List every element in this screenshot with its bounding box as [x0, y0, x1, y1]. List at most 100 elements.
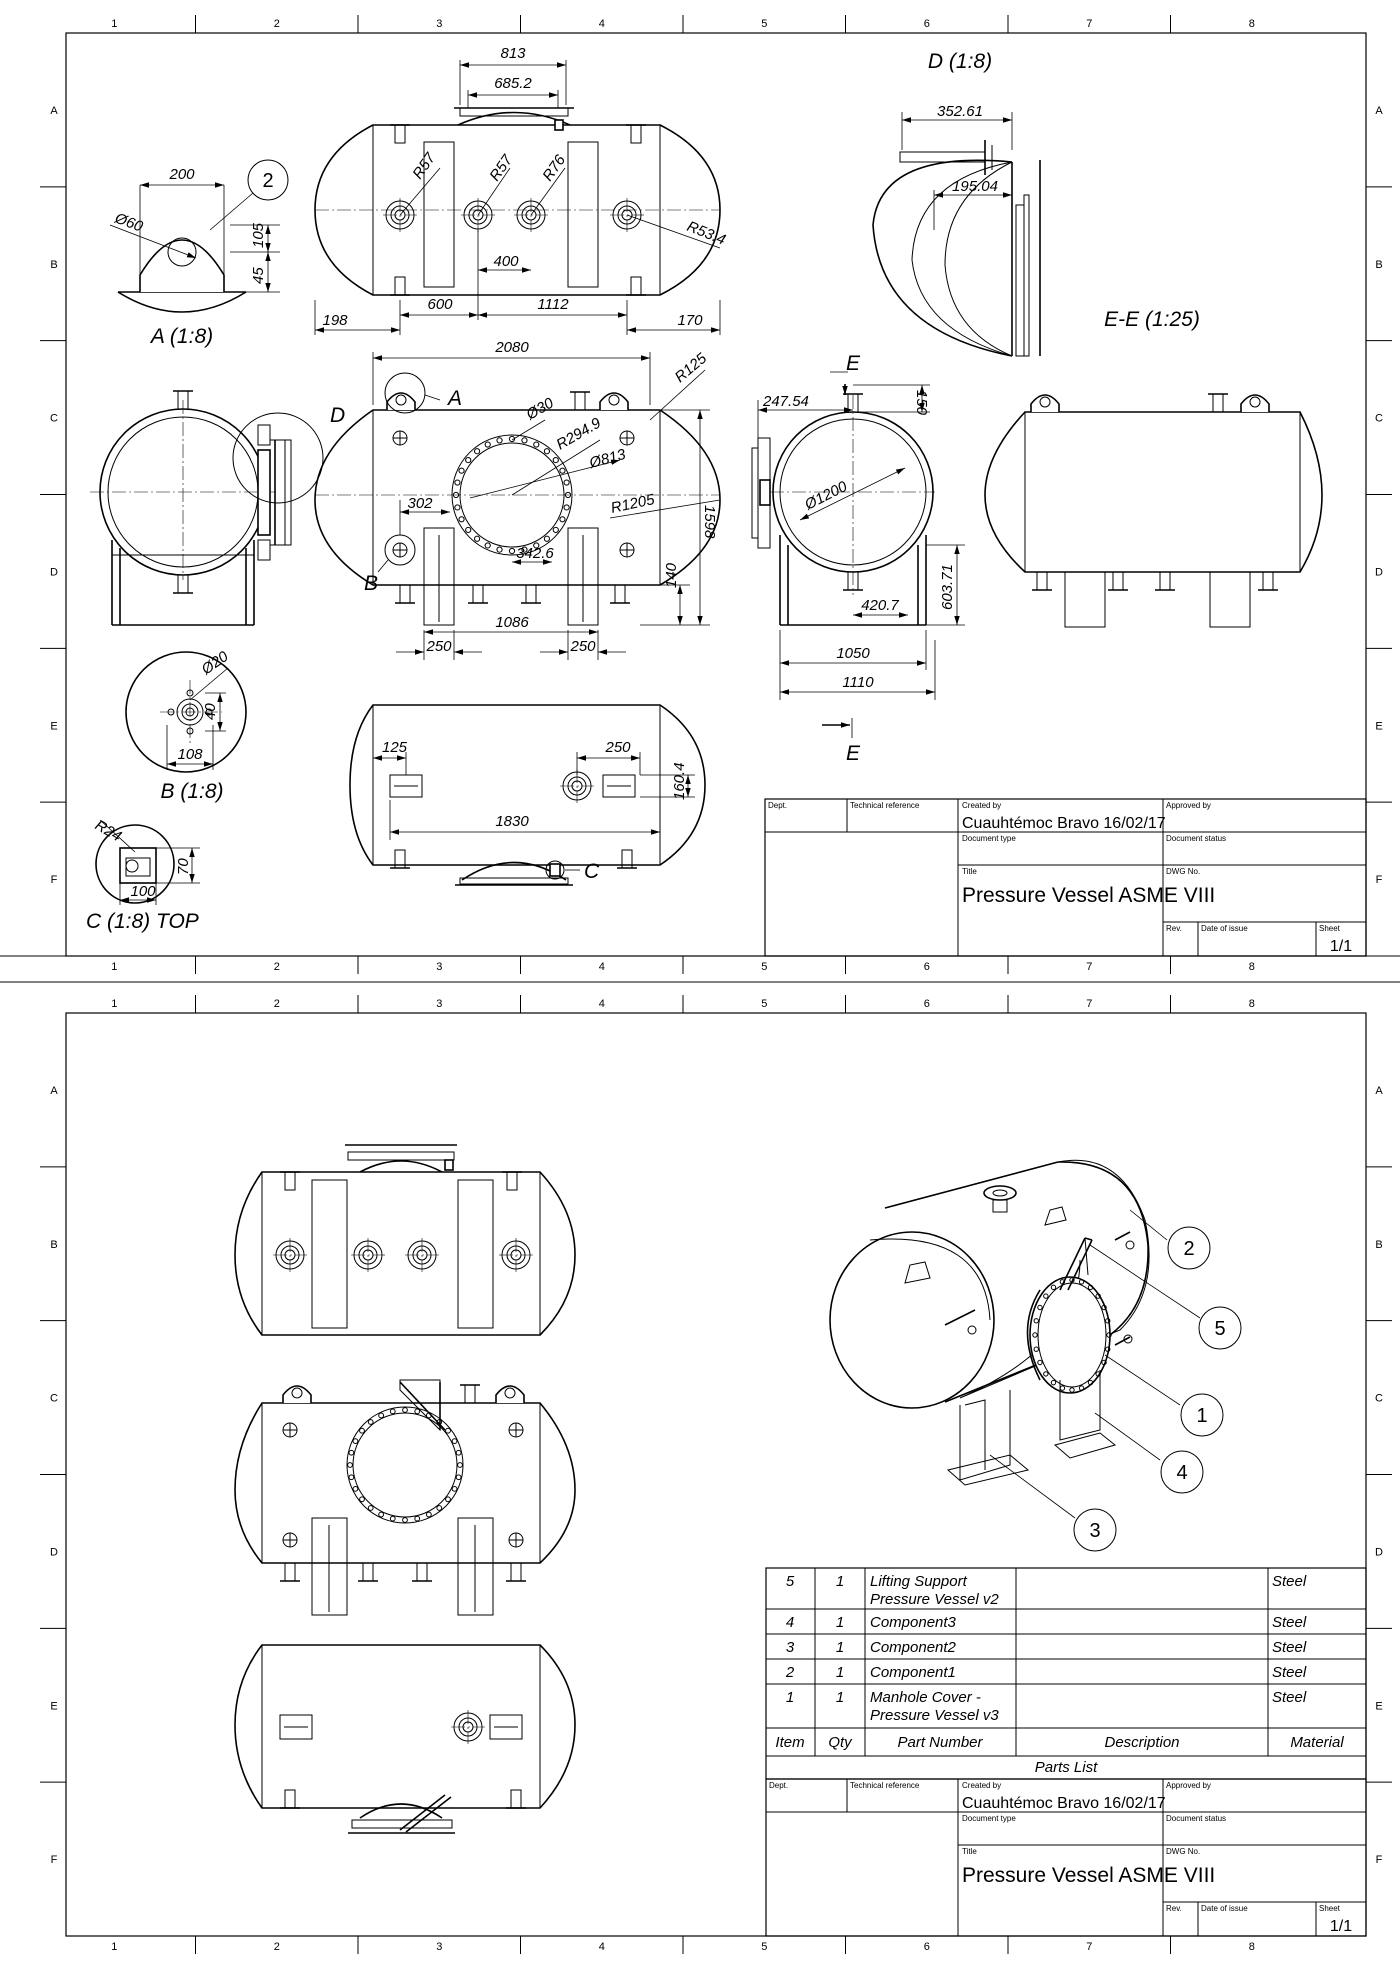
dim-e1830: 1830 — [495, 813, 529, 830]
zone-col-label: 1 — [111, 961, 117, 973]
dim-1110: 1110 — [842, 674, 874, 691]
title-block-sheet-2: Dept. Technical reference Created by Cua… — [765, 1778, 1367, 1937]
zone-col-label: 5 — [761, 18, 767, 30]
tb-title-label: Title — [962, 867, 977, 876]
dim-r57b: R57 — [486, 151, 516, 184]
iso-balloons: 2 5 1 4 3 — [1073, 1226, 1242, 1552]
zone-col-label: 4 — [599, 18, 605, 30]
dim-r53: R53.4 — [685, 218, 728, 249]
marker-a: A — [446, 387, 462, 410]
pl-qty: 1 — [836, 1614, 844, 1631]
tb2-sheet-label: Sheet — [1319, 1904, 1341, 1913]
view-label-ee: E-E (1:25) — [1104, 308, 1200, 331]
pl-part-number: Pressure Vessel v2 — [870, 1591, 999, 1608]
zone-row-label: E — [1375, 720, 1382, 732]
sheet2-top-view — [234, 1144, 576, 1336]
dim-150: 150 — [913, 390, 930, 416]
dim-195: 195.04 — [952, 178, 998, 195]
tb-doc-type: Document type — [962, 834, 1016, 843]
dim-e250: 250 — [604, 739, 631, 756]
zone-col-label: 2 — [274, 1941, 280, 1953]
zone-row-label: D — [50, 1546, 58, 1558]
isometric-view — [829, 1159, 1201, 1519]
dim-o1200: Ø1200 — [801, 478, 850, 514]
pl-header-part: Part Number — [897, 1734, 983, 1751]
zone-col-label: 2 — [274, 961, 280, 973]
pl-part-number: Manhole Cover - — [870, 1689, 981, 1706]
tb2-dept: Dept. — [769, 1781, 788, 1790]
zone-col-label: 8 — [1249, 998, 1255, 1010]
pl-qty: 1 — [836, 1573, 844, 1590]
pl-part-number: Lifting Support — [870, 1573, 968, 1590]
pl-title: Parts List — [1035, 1759, 1098, 1776]
dim-b108: 108 — [177, 746, 203, 763]
pl-material: Steel — [1272, 1689, 1307, 1706]
pl-item: 4 — [786, 1614, 794, 1631]
zone-col-label: 7 — [1086, 998, 1092, 1010]
dim-250b: 250 — [569, 638, 596, 655]
dim-685: 685.2 — [494, 75, 532, 92]
zone-row-label: A — [50, 105, 58, 117]
pl-header-qty: Qty — [828, 1734, 853, 1751]
pl-item: 2 — [785, 1664, 795, 1681]
zone-col-label: 1 — [111, 18, 117, 30]
pl-part-number: Component3 — [870, 1614, 957, 1631]
dim-r76: R76 — [539, 151, 569, 184]
detail-c-view: R24 70 100 C (1:8) TOP — [86, 817, 200, 933]
dim-c24: R24 — [92, 817, 124, 845]
tb-title: Pressure Vessel ASME VIII — [962, 884, 1215, 907]
zone-row-label: F — [51, 1854, 58, 1866]
zone-col-label: 1 — [111, 1941, 117, 1953]
zone-col-label: 1 — [111, 998, 117, 1010]
pl-qty: 1 — [836, 1639, 844, 1656]
pl-part-number: Pressure Vessel v3 — [870, 1707, 999, 1724]
dim-e125: 125 — [382, 739, 408, 756]
dim-198: 198 — [322, 312, 348, 329]
zone-col-label: 4 — [599, 961, 605, 973]
view-label-d: D (1:8) — [928, 50, 992, 73]
zone-col-label: 3 — [436, 18, 442, 30]
marker-b: B — [364, 572, 378, 595]
tb2-created-label: Created by — [962, 1781, 1001, 1790]
vessel-top-view — [314, 107, 721, 296]
pl-material: Steel — [1272, 1573, 1307, 1590]
pl-header-material: Material — [1290, 1734, 1344, 1751]
tb-sheet: 1/1 — [1330, 938, 1352, 955]
title-block-sheet-1: Dept. Technical reference Created by Cua… — [764, 798, 1367, 957]
zone-row-label: A — [50, 1085, 58, 1097]
zone-row-label: B — [1375, 1239, 1382, 1251]
detail-b-view: Ø20 40 108 B (1:8) — [125, 648, 247, 803]
balloon-2: 2 — [1183, 1238, 1194, 1260]
dim-1086: 1086 — [495, 614, 529, 631]
dim-r1205: R1205 — [609, 491, 656, 517]
zone-row-label: B — [1375, 259, 1382, 271]
tb-approved-by: Approved by — [1166, 801, 1211, 810]
zone-row-label: D — [1375, 1546, 1383, 1558]
dim-2080: 2080 — [494, 339, 529, 356]
zone-col-label: 4 — [599, 1941, 605, 1953]
balloon-2-detail: 2 — [262, 170, 273, 192]
dim-342: 342.6 — [516, 545, 554, 562]
zone-col-label: 7 — [1086, 18, 1092, 30]
sheet2-front-view — [234, 1379, 576, 1616]
dim-1112: 1112 — [537, 296, 569, 313]
pl-qty: 1 — [836, 1664, 844, 1681]
zone-col-label: 3 — [436, 998, 442, 1010]
zone-row-label: F — [1376, 874, 1383, 886]
zone-col-label: 3 — [436, 1941, 442, 1953]
balloon-4: 4 — [1176, 1462, 1187, 1484]
detail-a-circle — [384, 372, 426, 414]
marker-e-bottom: E — [846, 742, 861, 765]
pl-item: 5 — [786, 1573, 795, 1590]
balloon-1: 1 — [1196, 1405, 1207, 1427]
dim-o30: Ø30 — [523, 394, 557, 424]
zone-row-label: B — [50, 1239, 57, 1251]
dim-1598: 1598 — [701, 505, 718, 539]
zone-row-label: B — [50, 259, 57, 271]
pl-header-item: Item — [775, 1734, 804, 1751]
marker-e-top: E — [846, 352, 861, 375]
zone-col-label: 6 — [924, 1941, 930, 1953]
tb2-sheet: 1/1 — [1330, 1918, 1352, 1935]
